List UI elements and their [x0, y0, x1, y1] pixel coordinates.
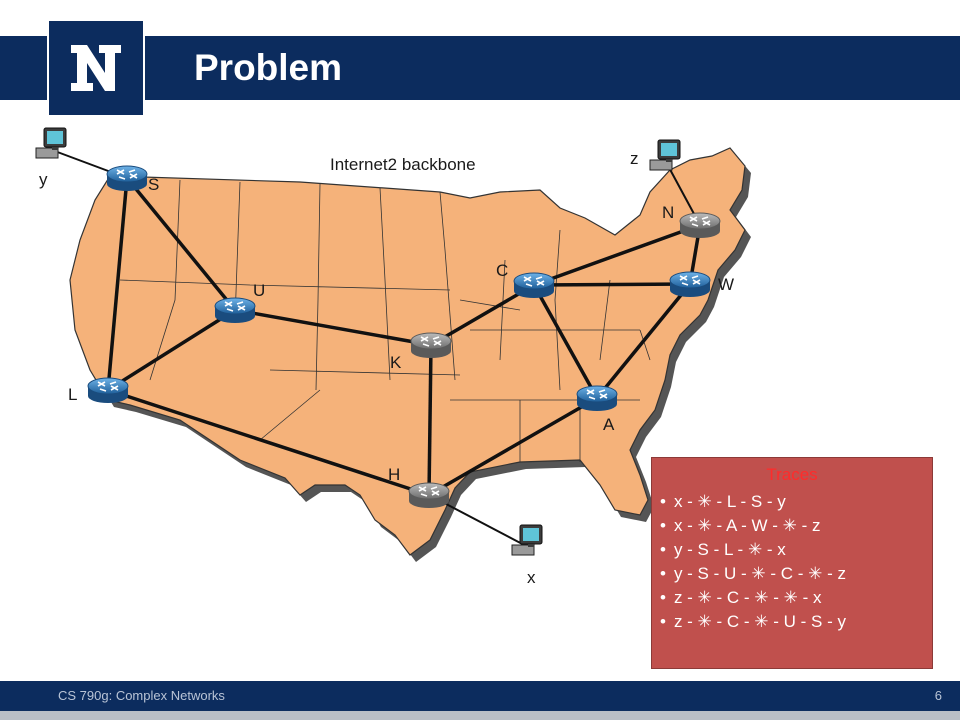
router-label-K: K: [390, 353, 402, 372]
footer-strip: [0, 711, 960, 720]
link-S-U: [125, 176, 237, 312]
footer-course: CS 790g: Complex Networks: [58, 688, 225, 703]
computer-icon: [511, 524, 543, 556]
router-label-N: N: [662, 203, 674, 222]
slide-title: Problem: [194, 47, 343, 88]
header-bar: [0, 36, 960, 100]
router-icon: [679, 212, 721, 238]
map-label: Internet2 backbone: [330, 155, 476, 174]
router-label-S: S: [148, 175, 159, 194]
n-logo-icon: [71, 45, 121, 91]
link-L-U: [107, 308, 236, 392]
trace-item: x - ✳ - A - W - ✳ - z: [660, 514, 932, 538]
router-label-U: U: [253, 281, 265, 300]
link-K-H: [427, 344, 433, 496]
traces-box: Traces x - ✳ - L - S - y x - ✳ - A - W -…: [651, 457, 933, 669]
link-layer: [106, 176, 702, 497]
link-C-W: [533, 282, 691, 287]
link-K-C: [430, 283, 535, 347]
router-label-H: H: [388, 465, 400, 484]
link-C-N: [533, 223, 701, 287]
router-icon: [669, 271, 711, 297]
router-icon: [87, 377, 129, 403]
host-label-x: x: [527, 568, 536, 587]
page-number: 6: [934, 688, 942, 703]
link-S-L: [106, 177, 129, 391]
router-icon: [408, 482, 450, 508]
computer-icon: [649, 139, 681, 171]
traces-title: Traces: [766, 465, 818, 484]
trace-item: x - ✳ - L - S - y: [660, 490, 932, 514]
university-logo: [47, 19, 145, 117]
network-diagram: y z x S U L K H C N W A Internet2 backbone: [35, 127, 751, 587]
router-label-L: L: [68, 385, 77, 404]
router-icon: [576, 385, 618, 411]
link-L-H: [107, 388, 430, 497]
router-icon: [513, 272, 555, 298]
router-icon: [214, 297, 256, 323]
host-label-z: z: [630, 149, 639, 168]
us-map: [69, 147, 751, 562]
router-label-W: W: [718, 275, 734, 294]
link-A-W: [595, 282, 692, 400]
router-layer: S U L K H C N W A: [68, 165, 734, 508]
trace-item: z - ✳ - C - ✳ - U - S - y: [660, 610, 932, 634]
footer-bar: [0, 681, 960, 711]
router-icon: [106, 165, 148, 191]
computer-icon: [35, 127, 67, 159]
trace-item: z - ✳ - C - ✳ - ✳ - x: [660, 586, 932, 610]
router-label-A: A: [603, 415, 615, 434]
trace-item: y - S - L - ✳ - x: [660, 538, 932, 562]
traces-list: x - ✳ - L - S - y x - ✳ - A - W - ✳ - z …: [652, 490, 932, 634]
link-U-K: [234, 308, 432, 347]
host-label-y: y: [39, 170, 48, 189]
router-label-C: C: [496, 261, 508, 280]
link-C-A: [532, 284, 599, 399]
link-H-A: [428, 396, 598, 497]
router-icon: [410, 332, 452, 358]
trace-item: y - S - U - ✳ - C - ✳ - z: [660, 562, 932, 586]
